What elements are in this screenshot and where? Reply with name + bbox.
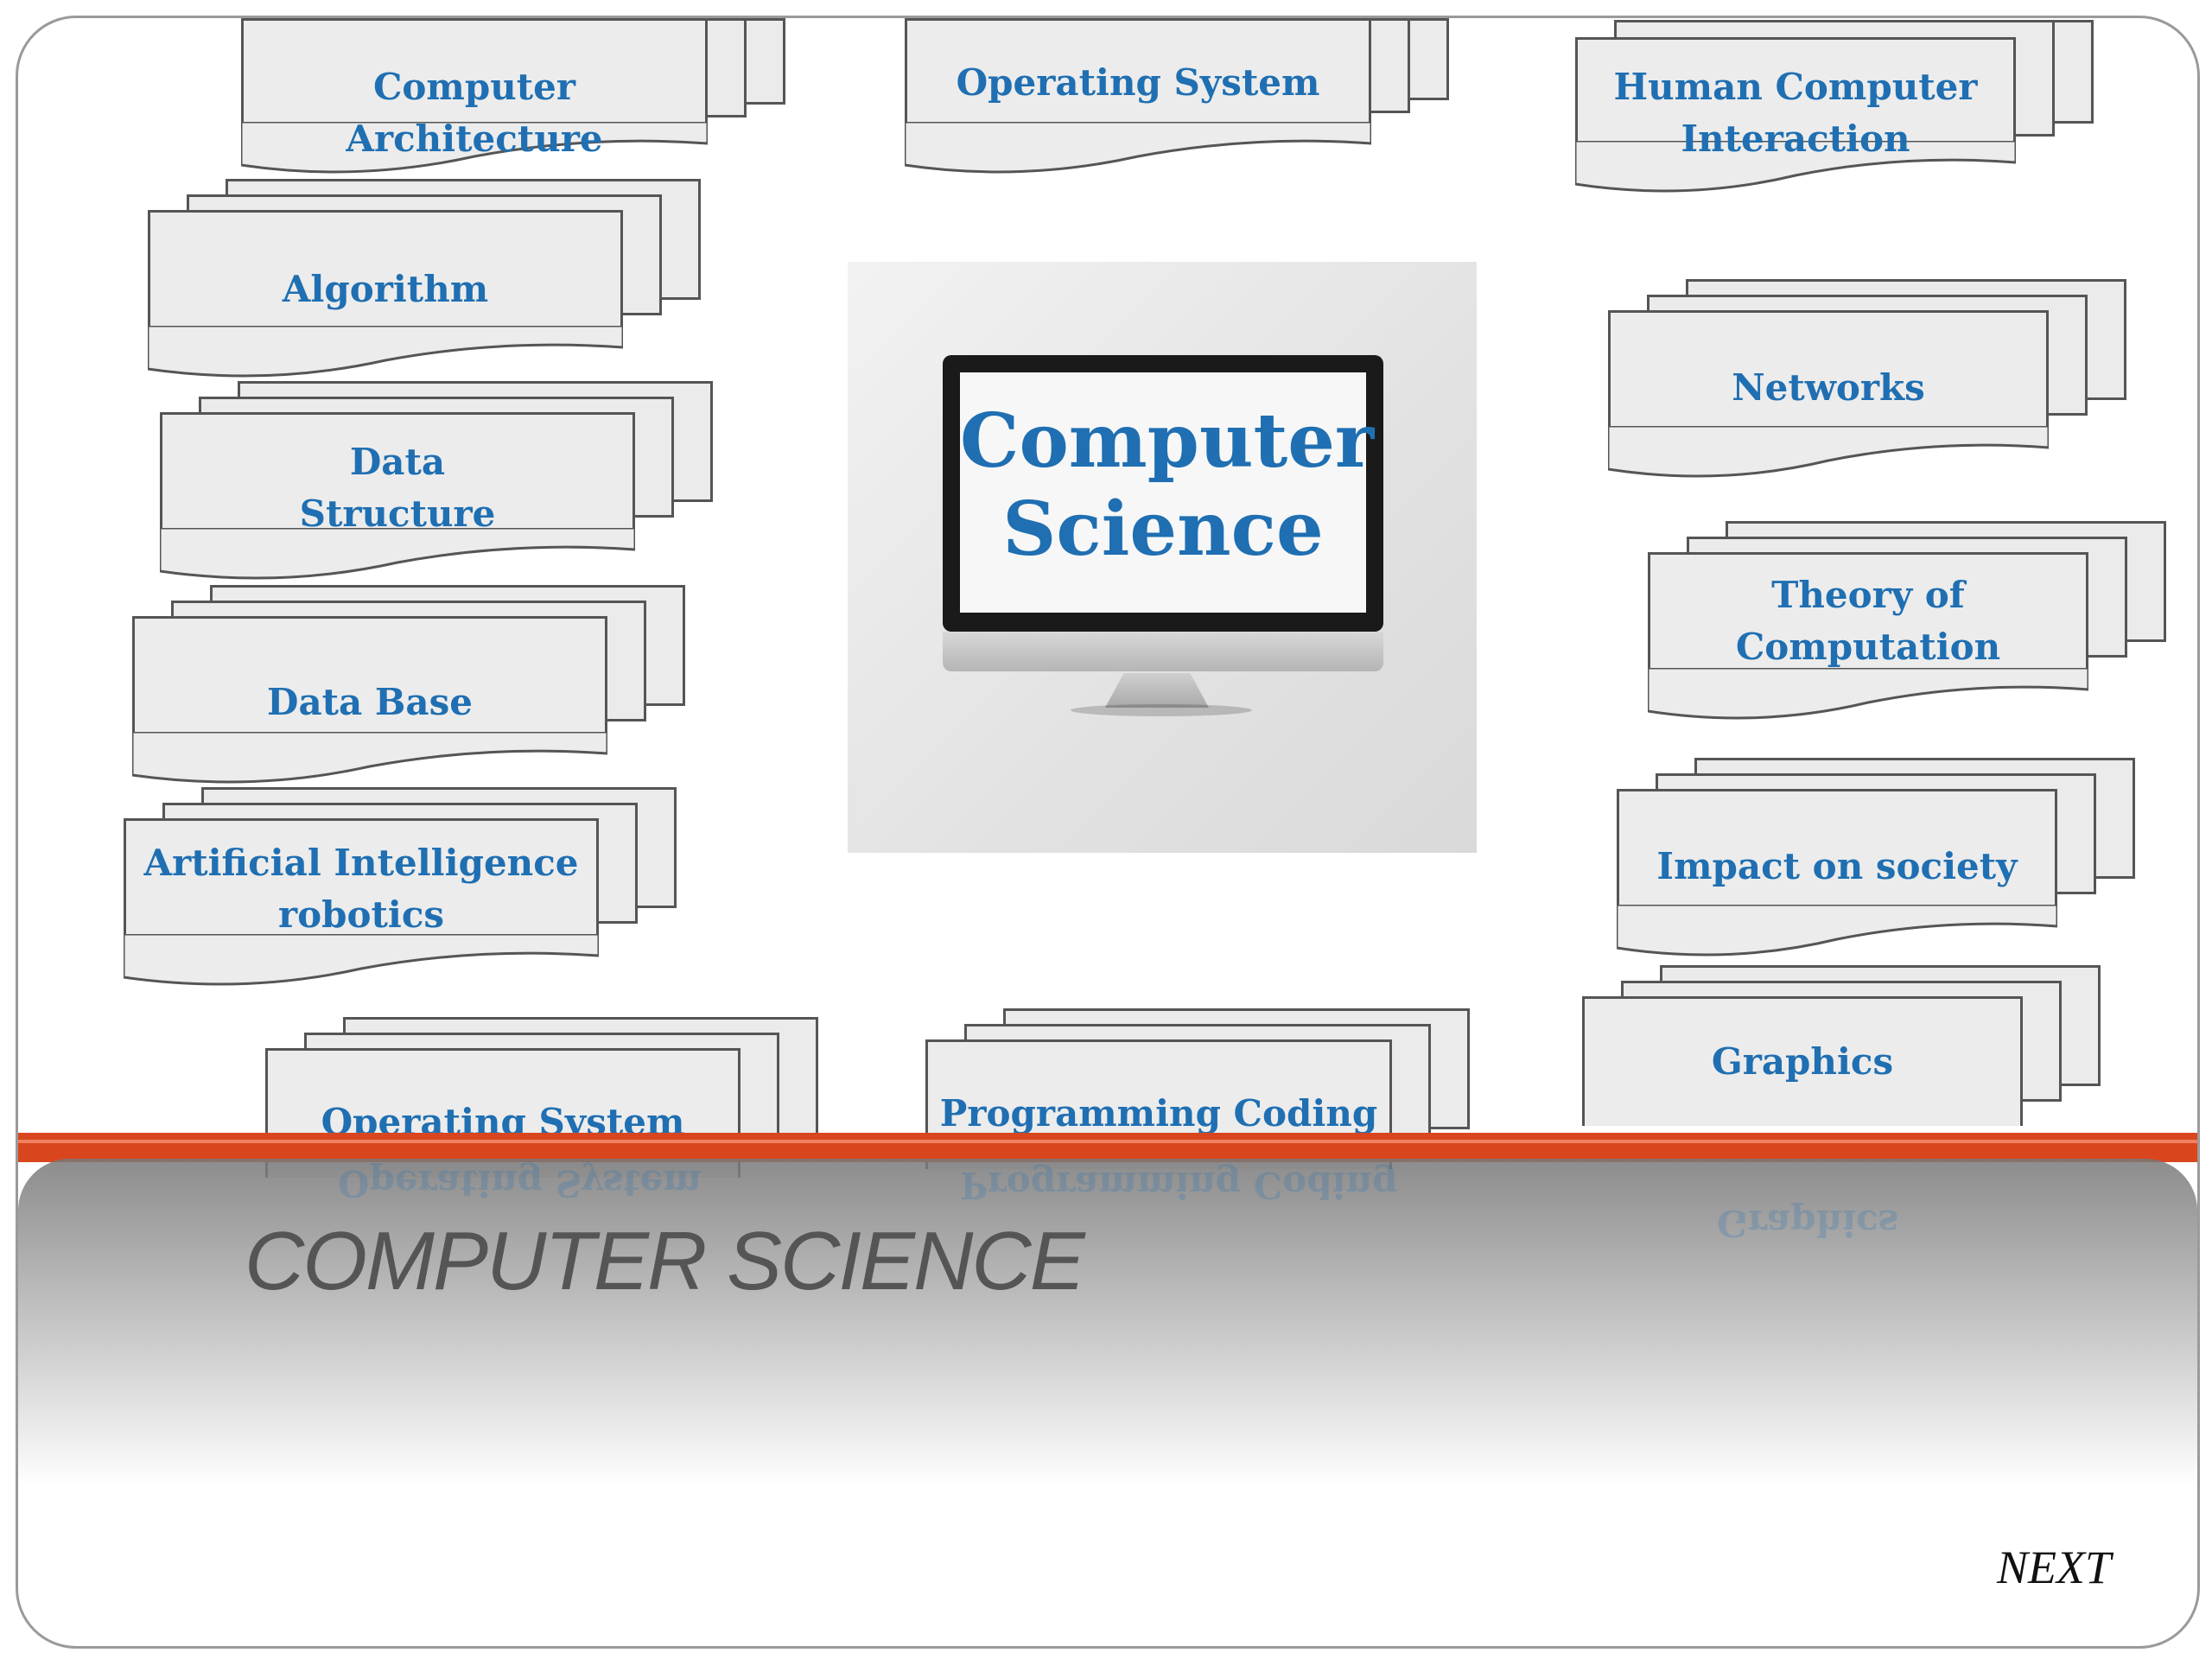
topic-card-impact-on-society: Impact on society: [1617, 758, 2152, 957]
topic-label: Data Structure: [299, 441, 496, 535]
monitor-chin: [943, 632, 1383, 671]
next-button[interactable]: NEXT: [1997, 1541, 2112, 1593]
topic-label: Programming Coding: [939, 1092, 1378, 1135]
monitor-stand: [1105, 673, 1209, 708]
topic-label: Graphics: [1711, 1040, 1894, 1083]
monitor-title-line1: Computer: [960, 397, 1375, 485]
topic-card-algorithm: Algorithm: [148, 179, 727, 378]
topic-card-data-structure: Data Structure: [160, 381, 739, 580]
topic-diagram: Computer Architecture Operating System H…: [18, 18, 2197, 1646]
topic-label: Artificial Intelligence robotics: [143, 842, 579, 936]
monitor-icon: Computer Science: [943, 355, 1383, 675]
reflection-operating-system: Operating System: [338, 1162, 702, 1205]
topic-label: Theory of Computation: [1735, 574, 2001, 668]
topic-card-programming-coding: Programming Coding: [925, 1008, 1504, 1207]
accent-line: [18, 1133, 2197, 1162]
topic-card-theory-of-computation: Theory of Computation: [1648, 521, 2183, 720]
topic-card-human-computer-interaction: Human Computer Interaction: [1575, 20, 2111, 193]
topic-label: Networks: [1732, 366, 1925, 409]
title-band: Operating System Programming Coding Grap…: [18, 1133, 2197, 1646]
reflection-graphics: Graphics: [1717, 1202, 1899, 1244]
reflection-programming-coding: Programming Coding: [960, 1164, 1398, 1206]
monitor-screen: Computer Science: [943, 355, 1383, 632]
topic-card-data-base: Data Base: [132, 585, 711, 784]
topic-label: Human Computer Interaction: [1613, 66, 1978, 160]
topic-label: Computer Architecture: [346, 66, 603, 160]
title-band-gradient: [18, 1159, 2197, 1487]
computer-science-monitor-image: Computer Science: [848, 262, 1477, 853]
topic-card-graphics: Graphics: [1582, 965, 2118, 1164]
slide-title: COMPUTER SCIENCE: [245, 1215, 1085, 1307]
topic-card-artificial-intelligence: Artificial Intelligence robotics: [124, 787, 702, 986]
topic-card-networks: Networks: [1608, 279, 2178, 478]
topic-card-operating-system-top: Operating System: [905, 18, 1475, 174]
monitor-title-line2: Science: [1002, 486, 1324, 573]
accent-line-highlight: [18, 1140, 2197, 1143]
topic-label: Impact on society: [1656, 845, 2018, 887]
topic-card-computer-architecture: Computer Architecture: [241, 18, 803, 174]
topic-label: Operating System: [956, 61, 1320, 104]
slide-frame: Computer Architecture Operating System H…: [16, 16, 2200, 1649]
topic-label: Data Base: [267, 681, 473, 723]
topic-label: Algorithm: [282, 268, 489, 310]
monitor-stand-shadow: [1071, 704, 1252, 716]
